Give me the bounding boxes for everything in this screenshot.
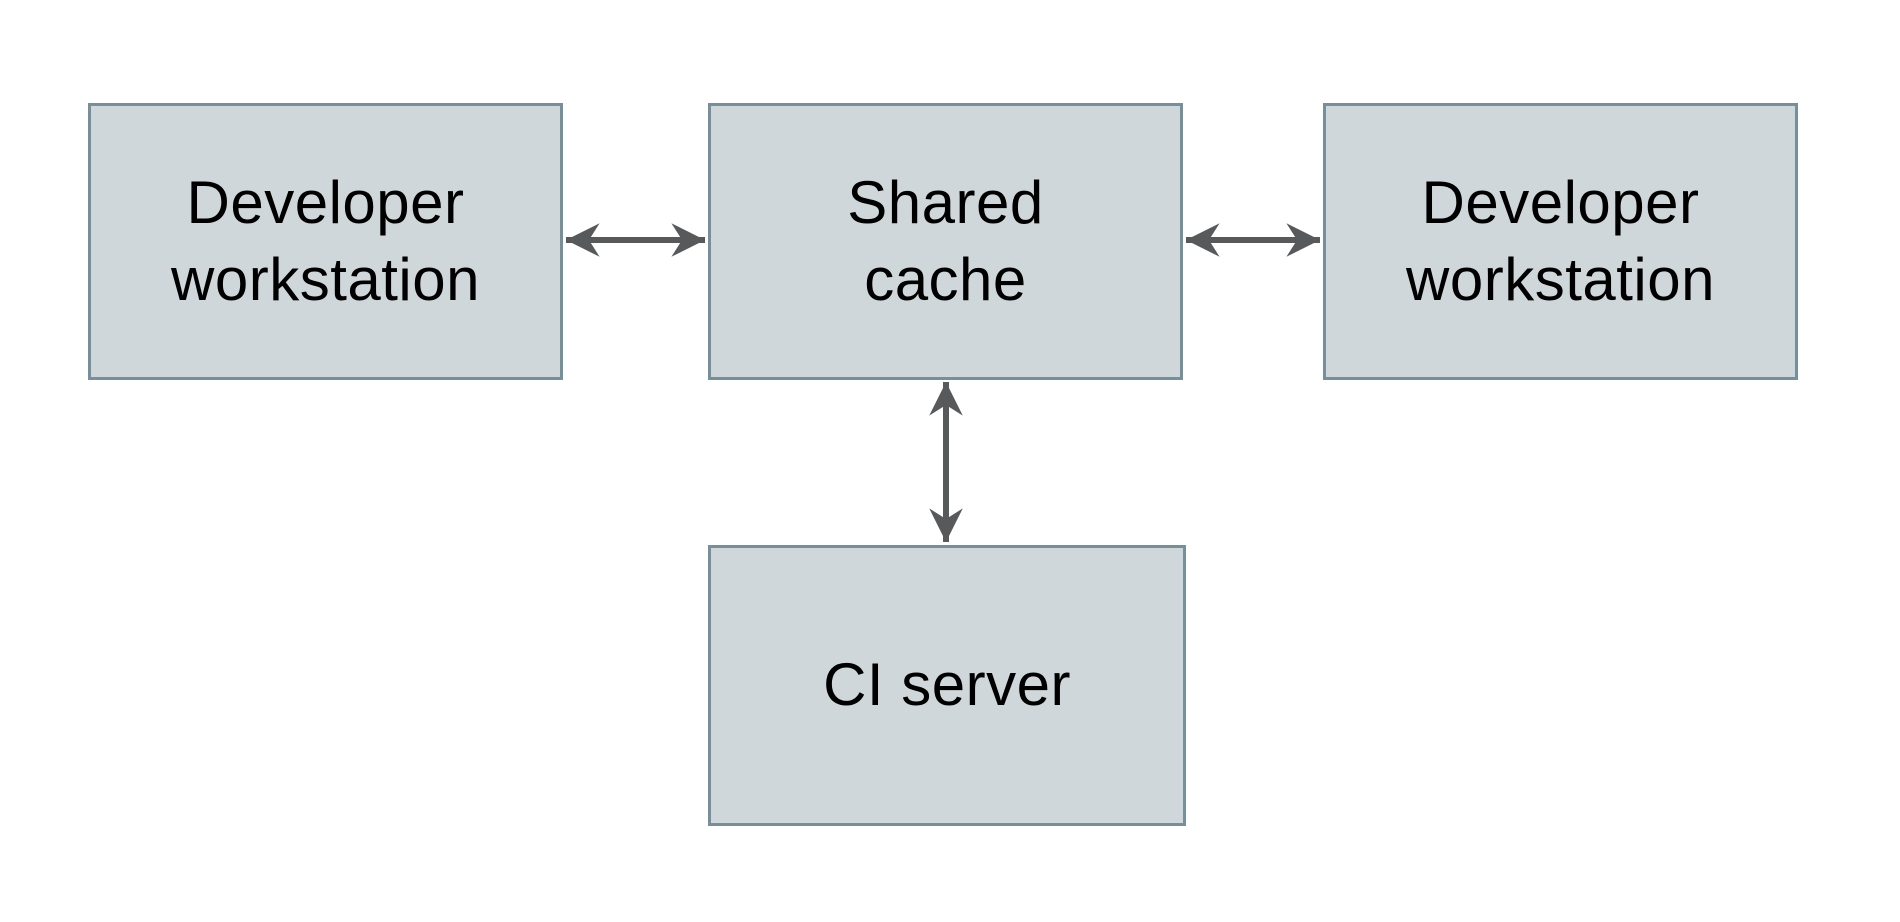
node-shared-cache: Shared cache [708,103,1183,380]
node-label: Developer workstation [1406,168,1715,313]
node-ci-server: CI server [708,545,1186,826]
node-developer-workstation-left: Developer workstation [88,103,563,380]
node-label: CI server [823,651,1071,719]
node-label: Shared cache [847,168,1044,313]
node-label: Developer workstation [171,168,480,313]
node-developer-workstation-right: Developer workstation [1323,103,1798,380]
